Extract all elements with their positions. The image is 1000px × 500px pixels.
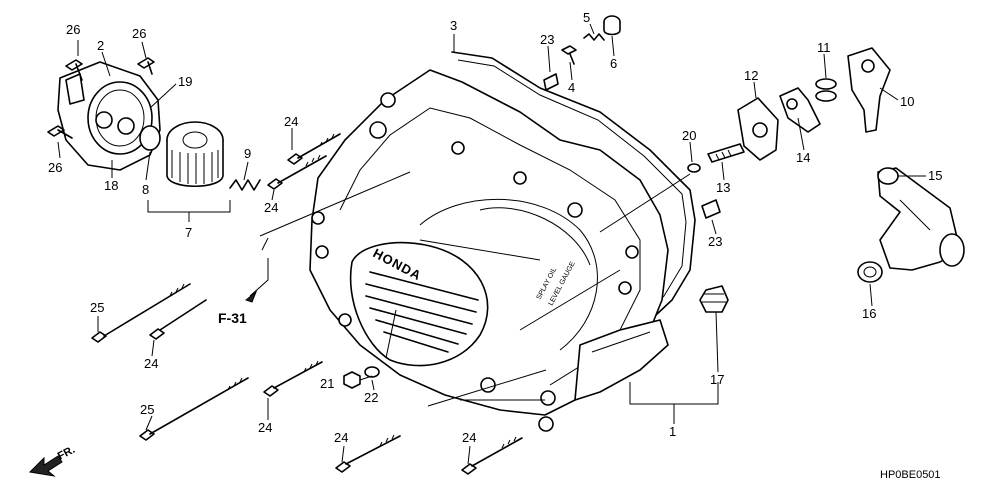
callout-1: 1 <box>669 424 676 439</box>
callout-24-c: 24 <box>144 356 158 371</box>
callout-23-right: 23 <box>708 234 722 249</box>
callout-26-c: 26 <box>48 160 62 175</box>
diagram-code: HP0BE0501 <box>880 469 941 481</box>
callout-14: 14 <box>796 150 810 165</box>
callout-24-a: 24 <box>284 114 298 129</box>
callout-2: 2 <box>97 38 104 53</box>
callout-20: 20 <box>682 128 696 143</box>
callout-24-e: 24 <box>334 430 348 445</box>
front-label: FR. <box>56 444 77 463</box>
callout-6: 6 <box>610 56 617 71</box>
callout-19: 19 <box>178 74 192 89</box>
callout-7: 7 <box>185 225 192 240</box>
callout-12: 12 <box>744 68 758 83</box>
callout-10: 10 <box>900 94 914 109</box>
callout-15: 15 <box>928 168 942 183</box>
callout-26-b: 26 <box>132 26 146 41</box>
front-arrow-icon <box>28 455 63 477</box>
callout-24-b: 24 <box>264 200 278 215</box>
callout-24-d: 24 <box>258 420 272 435</box>
callout-13: 13 <box>716 180 730 195</box>
callout-5: 5 <box>583 10 590 25</box>
callout-25-b: 25 <box>140 402 154 417</box>
reference-tag: F-31 <box>218 310 247 326</box>
callout-3: 3 <box>450 18 457 33</box>
callout-4: 4 <box>568 80 575 95</box>
callout-25-a: 25 <box>90 300 104 315</box>
callout-26-a: 26 <box>66 22 80 37</box>
callout-24-f: 24 <box>462 430 476 445</box>
callout-18: 18 <box>104 178 118 193</box>
callout-17: 17 <box>710 372 724 387</box>
cover-gasket <box>451 51 696 351</box>
callout-11: 11 <box>817 40 831 55</box>
callout-21: 21 <box>320 376 334 391</box>
callout-22: 22 <box>364 390 378 405</box>
callout-9: 9 <box>244 146 251 161</box>
callout-8: 8 <box>142 182 149 197</box>
callout-23-top: 23 <box>540 32 554 47</box>
callout-16: 16 <box>862 306 876 321</box>
